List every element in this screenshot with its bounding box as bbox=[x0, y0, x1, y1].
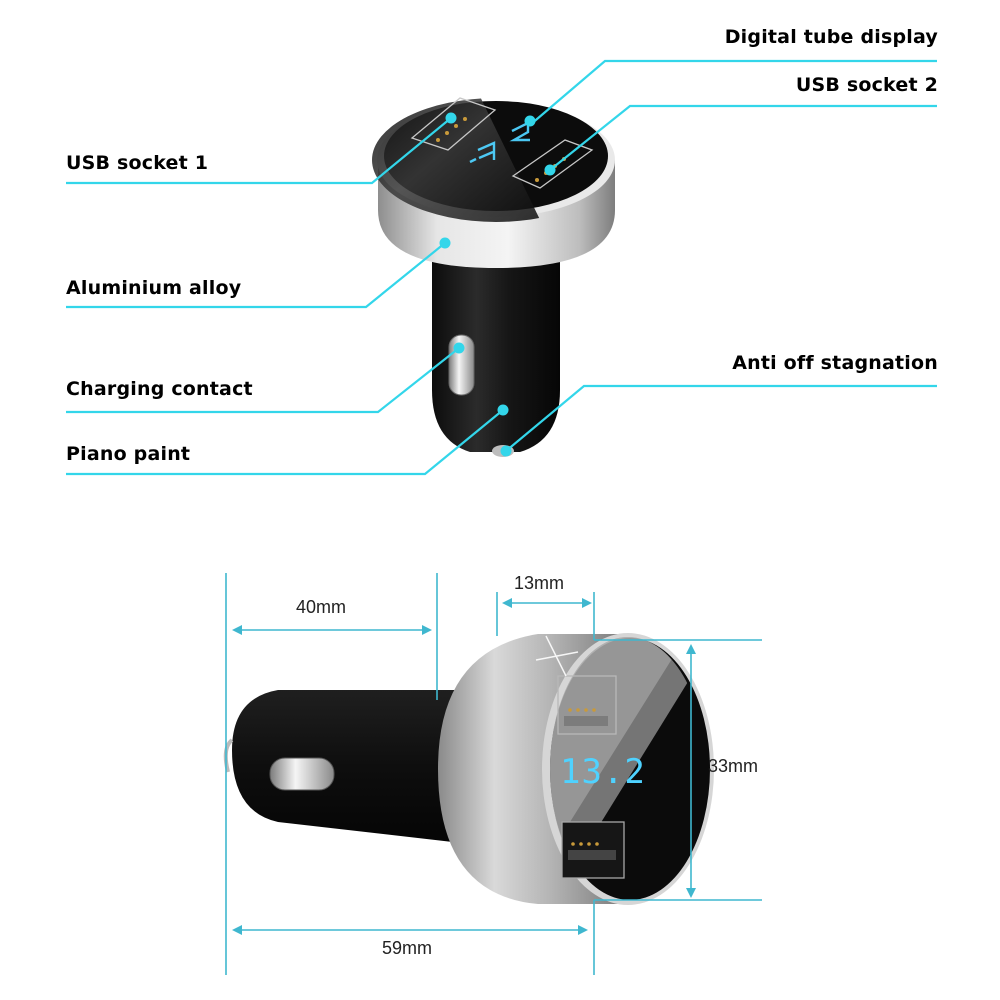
bottom-product-image: 13.2 bbox=[223, 633, 714, 905]
callout-lines bbox=[66, 59, 937, 476]
label-anti-off-stagnation: Anti off stagnation bbox=[732, 352, 938, 374]
callout-dots bbox=[439, 112, 556, 457]
label-aluminium-alloy: Aluminium alloy bbox=[66, 277, 242, 299]
label-usb-socket-2: USB socket 2 bbox=[795, 74, 938, 96]
dimension-diameter: 33mm bbox=[708, 756, 759, 776]
dimension-body-length: 40mm bbox=[296, 597, 347, 617]
label-usb-socket-1: USB socket 1 bbox=[66, 152, 209, 174]
top-product-image bbox=[372, 97, 615, 457]
dimension-lines bbox=[225, 573, 762, 975]
label-piano-paint: Piano paint bbox=[66, 443, 191, 465]
label-charging-contact: Charging contact bbox=[66, 378, 253, 400]
dimension-head-depth: 13mm bbox=[514, 573, 565, 593]
label-digital-tube-display: Digital tube display bbox=[724, 26, 938, 48]
dimension-total-length: 59mm bbox=[382, 938, 433, 958]
display-reading: 13.2 bbox=[560, 752, 646, 792]
